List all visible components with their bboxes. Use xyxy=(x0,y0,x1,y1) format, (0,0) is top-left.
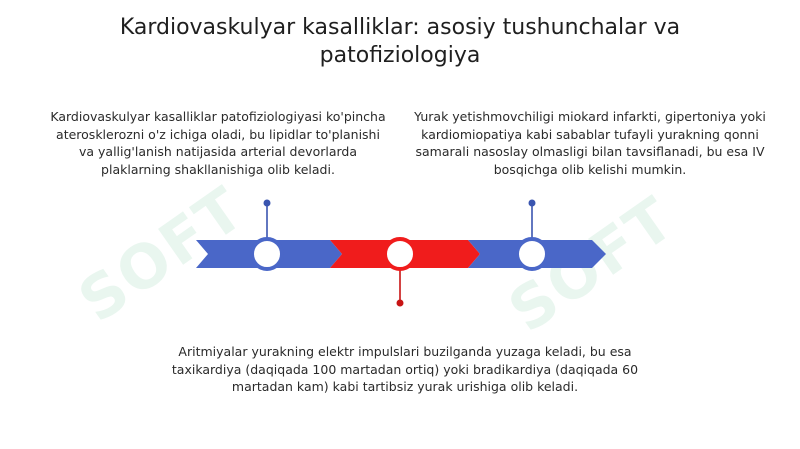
connector-bottom-dot xyxy=(396,299,404,307)
text-block-bottom: Aritmiyalar yurakning elektr impulslari … xyxy=(171,344,639,394)
slide-title: Kardiovaskulyar kasalliklar: asosiy tush… xyxy=(119,15,681,68)
milestone-circle-2 xyxy=(383,237,417,271)
connector-right-dot xyxy=(528,199,536,207)
text-block-left: Kardiovaskulyar kasalliklar patofiziolog… xyxy=(50,109,386,177)
milestone-circle-3 xyxy=(515,237,549,271)
connector-left-dot xyxy=(263,199,271,207)
milestone-circle-1 xyxy=(250,237,284,271)
text-block-right: Yurak yetishmovchiligi miokard infarkti,… xyxy=(414,109,766,177)
